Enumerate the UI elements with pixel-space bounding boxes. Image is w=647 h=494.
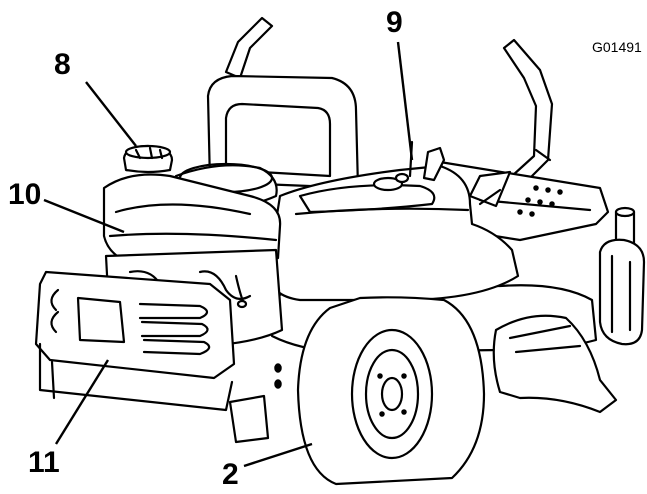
leader-9 bbox=[396, 41, 414, 161]
throttle-lever bbox=[422, 146, 446, 182]
deck-holes bbox=[517, 185, 563, 217]
seat-back-panel bbox=[224, 102, 332, 178]
callout-2: 2 bbox=[222, 458, 239, 491]
callout-10: 10 bbox=[8, 178, 42, 211]
leader-8 bbox=[85, 81, 137, 147]
callout-8: 8 bbox=[54, 48, 71, 81]
figure-id: G01491 bbox=[592, 39, 642, 55]
control-lever-right bbox=[502, 38, 554, 186]
front-caster-wheel bbox=[598, 238, 646, 346]
leader-11 bbox=[54, 359, 110, 445]
control-lever-rear bbox=[224, 16, 274, 80]
rear-wheel-hub bbox=[350, 328, 434, 460]
callout-11: 11 bbox=[28, 446, 60, 479]
callout-9: 9 bbox=[386, 6, 403, 39]
leader-10 bbox=[43, 198, 125, 234]
console-knob bbox=[372, 176, 404, 192]
decal-plate bbox=[76, 296, 126, 344]
leader-2 bbox=[243, 442, 313, 468]
discharge-chute bbox=[492, 314, 618, 414]
